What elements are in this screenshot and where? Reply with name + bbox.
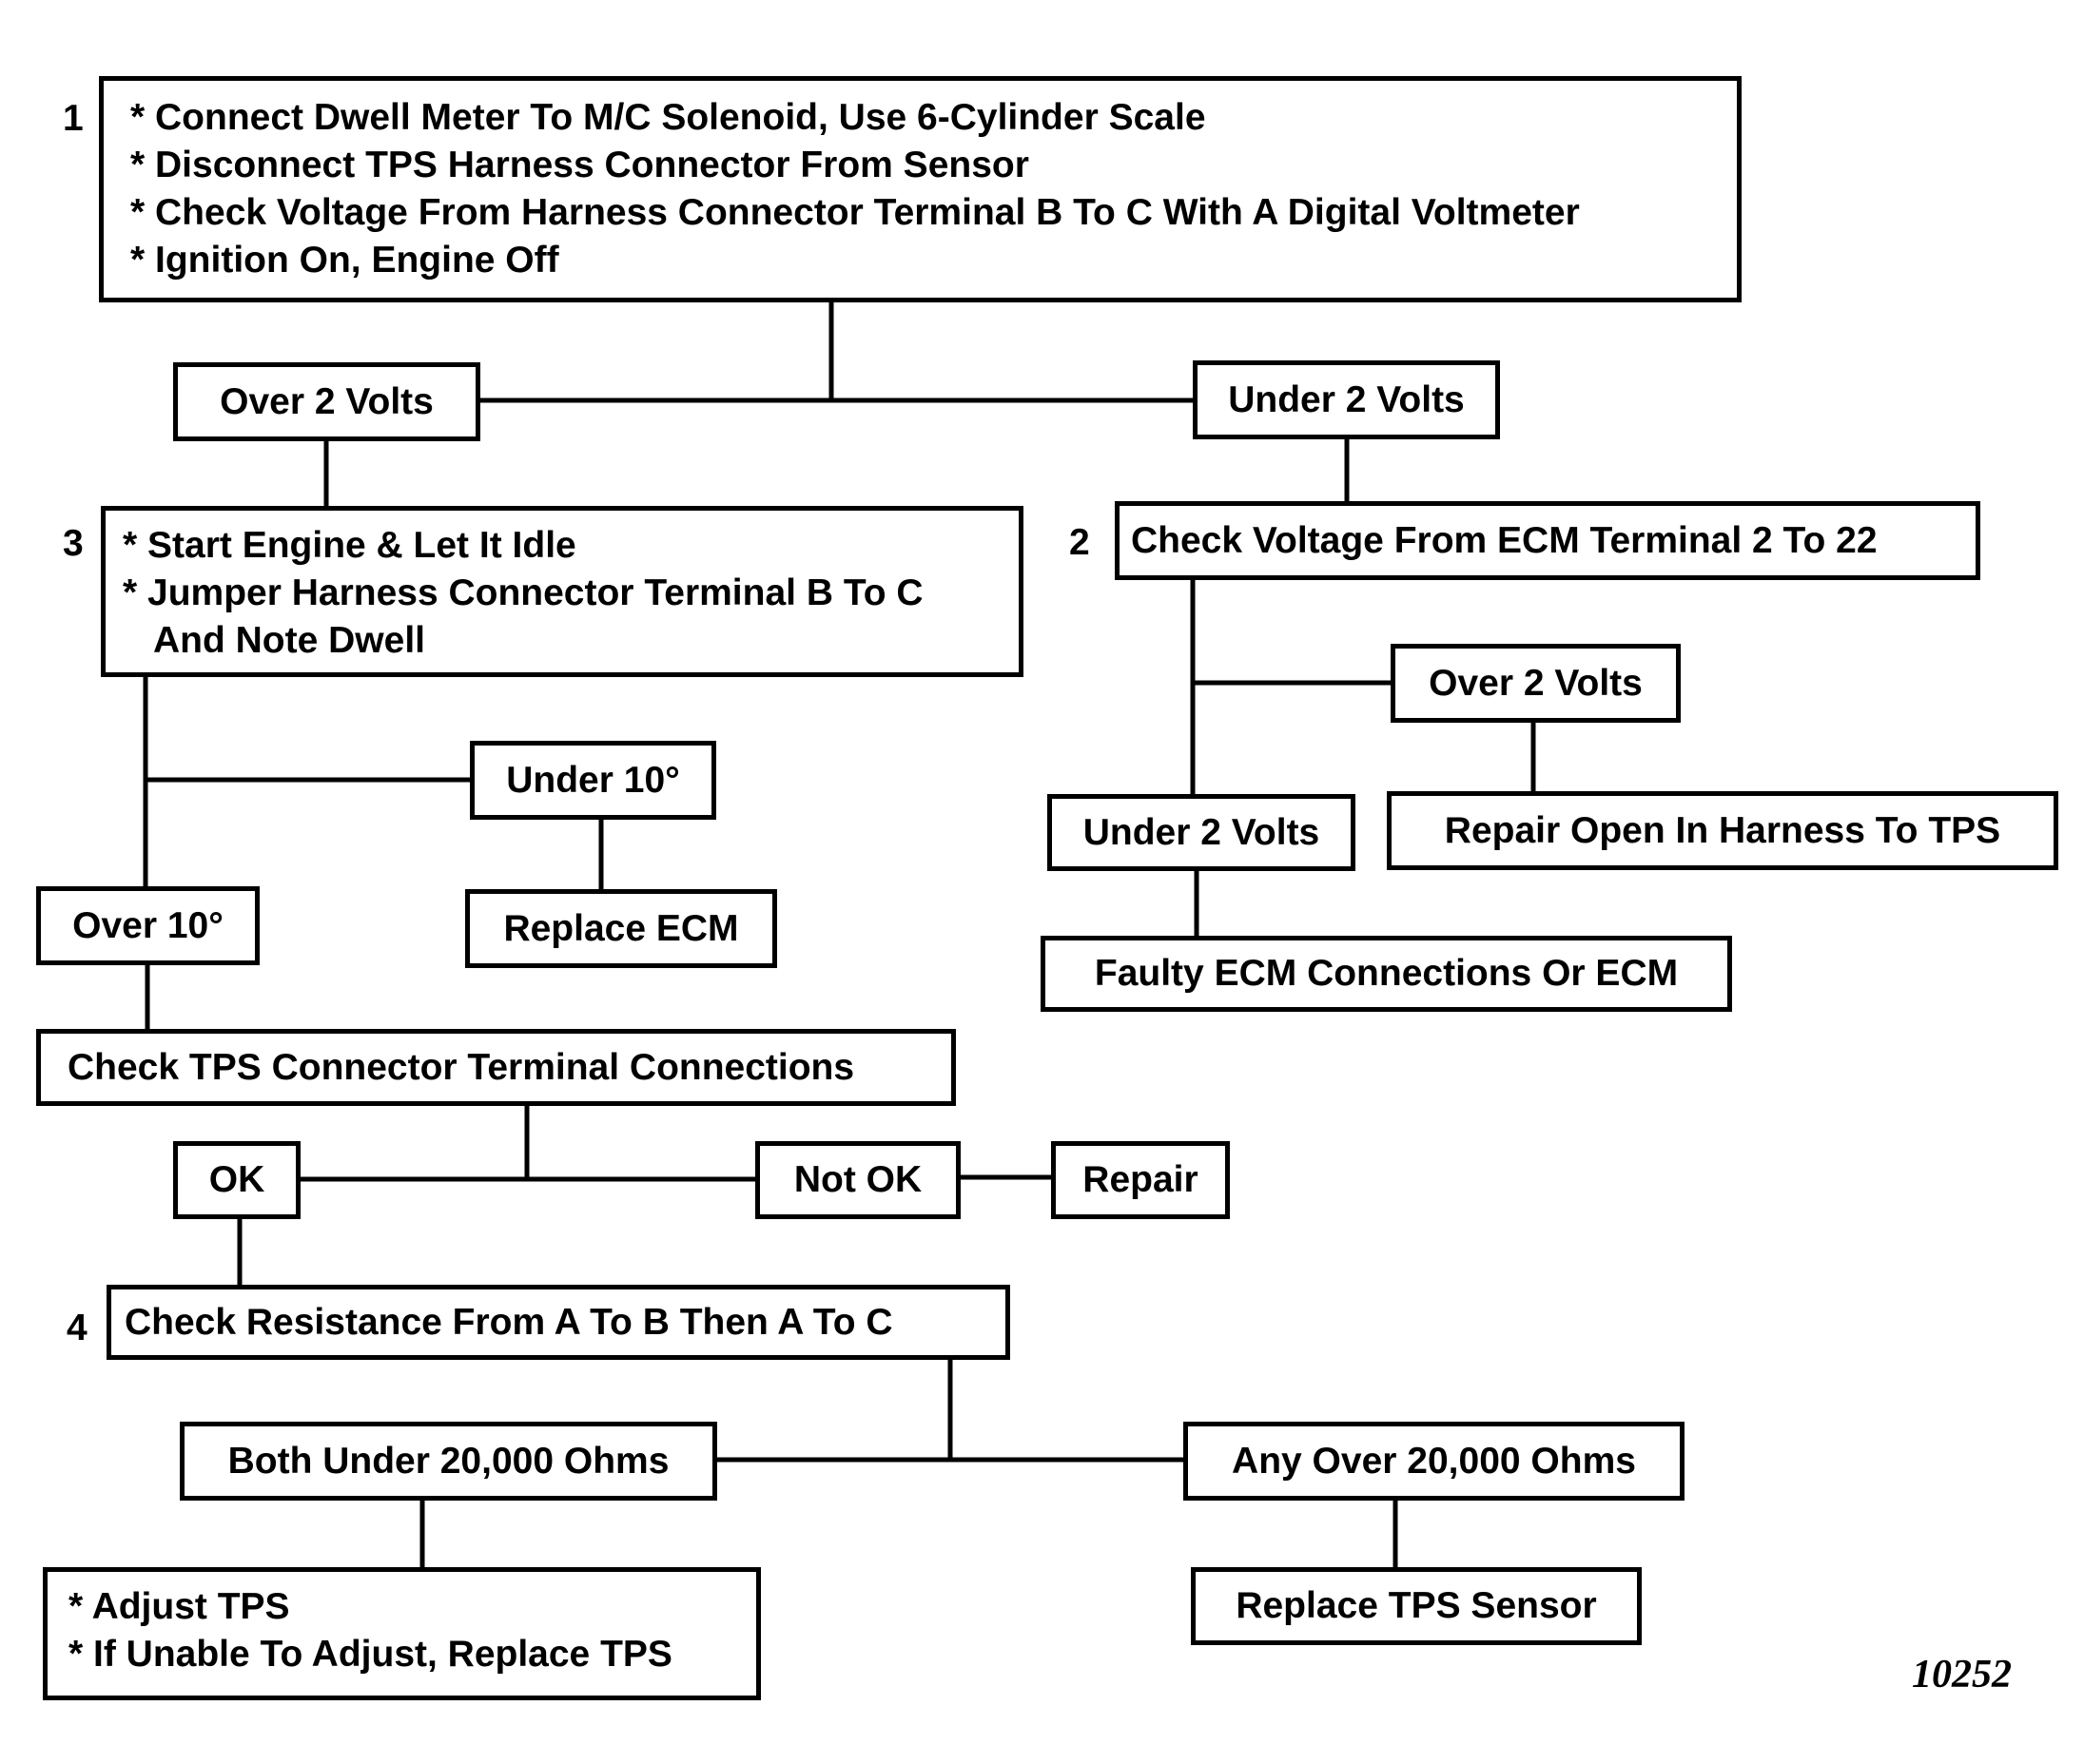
adjust-tps-line-2: * If Unable To Adjust, Replace TPS [68, 1634, 672, 1675]
both-under-20000-label: Both Under 20,000 Ohms [227, 1440, 670, 1482]
any-over-20000-box: Any Over 20,000 Ohms [1183, 1422, 1685, 1501]
step1-line-2: * Disconnect TPS Harness Connector From … [130, 145, 1029, 185]
step2-box: Check Voltage From ECM Terminal 2 To 22 [1115, 501, 1980, 580]
replace-ecm-label: Replace ECM [503, 907, 739, 949]
over-2-volts-label: Over 2 Volts [220, 380, 434, 422]
ok-label: OK [208, 1159, 265, 1200]
step4-text: Check Resistance From A To B Then A To C [125, 1301, 893, 1343]
repair-label: Repair [1082, 1159, 1198, 1200]
under-2-volts-label: Under 2 Volts [1228, 378, 1465, 420]
not-ok-label: Not OK [793, 1159, 923, 1200]
ok-box: OK [173, 1141, 301, 1219]
replace-tps-sensor-label: Replace TPS Sensor [1236, 1585, 1597, 1626]
replace-ecm-box: Replace ECM [465, 889, 777, 968]
step2-under-2-volts-box: Under 2 Volts [1047, 794, 1355, 871]
over-10-deg-label: Over 10° [72, 904, 224, 946]
repair-open-harness-label: Repair Open In Harness To TPS [1444, 809, 2001, 851]
step3-line-1: * Start Engine & Let It Idle [123, 525, 576, 566]
replace-tps-sensor-box: Replace TPS Sensor [1191, 1567, 1642, 1645]
under-10-deg-label: Under 10° [506, 759, 680, 801]
adjust-tps-line-1: * Adjust TPS [68, 1586, 290, 1627]
under-2-volts-box: Under 2 Volts [1193, 360, 1500, 439]
over-2-volts-box: Over 2 Volts [173, 362, 480, 441]
step-number-4: 4 [67, 1308, 88, 1348]
step-number-1: 1 [63, 98, 84, 139]
faulty-ecm-label: Faulty ECM Connections Or ECM [1094, 953, 1679, 994]
repair-open-harness-box: Repair Open In Harness To TPS [1387, 791, 2058, 870]
step-number-3: 3 [63, 523, 84, 564]
check-tps-connector-box: Check TPS Connector Terminal Connections [36, 1029, 956, 1106]
step1-line-3: * Check Voltage From Harness Connector T… [130, 192, 1580, 233]
step1-line-4: * Ignition On, Engine Off [130, 240, 559, 281]
any-over-20000-label: Any Over 20,000 Ohms [1232, 1440, 1636, 1482]
step-number-2: 2 [1069, 522, 1090, 563]
repair-box: Repair [1051, 1141, 1230, 1219]
step2-under-2-volts-label: Under 2 Volts [1082, 811, 1320, 853]
step3-line-2: * Jumper Harness Connector Terminal B To… [123, 572, 924, 613]
step1-box: * Connect Dwell Meter To M/C Solenoid, U… [99, 76, 1742, 302]
step1-line-1: * Connect Dwell Meter To M/C Solenoid, U… [130, 97, 1206, 138]
not-ok-box: Not OK [755, 1141, 961, 1219]
faulty-ecm-box: Faulty ECM Connections Or ECM [1041, 936, 1732, 1012]
step2-over-2-volts-box: Over 2 Volts [1391, 644, 1681, 723]
both-under-20000-box: Both Under 20,000 Ohms [180, 1422, 717, 1501]
check-tps-connector-label: Check TPS Connector Terminal Connections [68, 1046, 855, 1088]
figure-code: 10252 [1912, 1653, 2012, 1696]
under-10-deg-box: Under 10° [470, 741, 716, 820]
over-10-deg-box: Over 10° [36, 886, 260, 965]
adjust-tps-box: * Adjust TPS * If Unable To Adjust, Repl… [43, 1567, 761, 1700]
step2-over-2-volts-label: Over 2 Volts [1429, 662, 1643, 704]
step4-box: Check Resistance From A To B Then A To C [107, 1285, 1010, 1360]
step3-line-3: And Note Dwell [153, 620, 426, 661]
step3-box: * Start Engine & Let It Idle * Jumper Ha… [101, 506, 1023, 677]
step2-text: Check Voltage From ECM Terminal 2 To 22 [1131, 519, 1878, 561]
